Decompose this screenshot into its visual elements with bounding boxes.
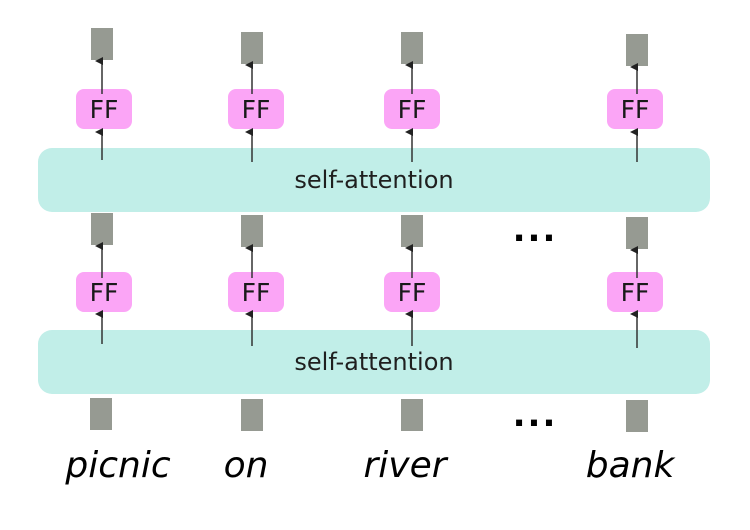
- self-attention-block-lower: self-attention: [38, 330, 710, 394]
- ff-label: FF: [397, 94, 427, 124]
- ff-label: FF: [620, 94, 650, 124]
- ff-box-river-lower: FF: [384, 272, 440, 312]
- self-attention-label-upper: self-attention: [294, 166, 454, 194]
- input-vector-on: [241, 399, 263, 431]
- output-vector-river-top: [401, 32, 423, 64]
- ff-label: FF: [620, 277, 650, 307]
- ff-box-picnic-upper: FF: [76, 89, 132, 129]
- ff-box-bank-upper: FF: [607, 89, 663, 129]
- hidden-vector-river: [401, 215, 423, 247]
- ff-label: FF: [241, 277, 271, 307]
- self-attention-block-upper: self-attention: [38, 148, 710, 212]
- ff-box-on-lower: FF: [228, 272, 284, 312]
- ff-label: FF: [89, 94, 119, 124]
- ellipsis-input: ...: [512, 395, 558, 435]
- output-vector-on-top: [241, 32, 263, 64]
- input-vector-bank: [626, 400, 648, 432]
- ff-box-bank-lower: FF: [607, 272, 663, 312]
- ff-box-on-upper: FF: [228, 89, 284, 129]
- self-attention-label-lower: self-attention: [294, 348, 454, 376]
- ff-label: FF: [397, 277, 427, 307]
- token-label-picnic: picnic: [65, 445, 171, 486]
- ff-label: FF: [241, 94, 271, 124]
- hidden-vector-picnic: [91, 213, 113, 245]
- token-label-on: on: [223, 445, 269, 486]
- ff-box-picnic-lower: FF: [76, 272, 132, 312]
- ff-label: FF: [89, 277, 119, 307]
- ff-box-river-upper: FF: [384, 89, 440, 129]
- token-label-river: river: [363, 445, 447, 486]
- token-label-bank: bank: [585, 445, 675, 486]
- input-vector-river: [401, 399, 423, 431]
- ellipsis-hidden: ...: [512, 210, 558, 250]
- hidden-vector-bank: [626, 217, 648, 249]
- output-vector-picnic-top: [91, 28, 113, 60]
- hidden-vector-on: [241, 215, 263, 247]
- input-vector-picnic: [90, 398, 112, 430]
- output-vector-bank-top: [626, 34, 648, 66]
